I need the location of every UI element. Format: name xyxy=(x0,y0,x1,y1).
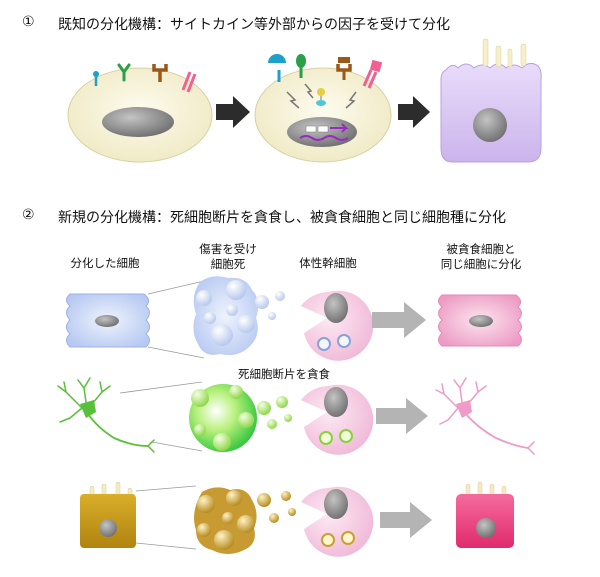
section1-number: ① xyxy=(22,14,35,30)
receptor-brown-icon xyxy=(152,64,168,82)
ligand-green-icon xyxy=(296,54,306,78)
label-phagocytosis: 死細胞断片を貪食 xyxy=(238,367,330,381)
blue-dying-cell xyxy=(193,276,259,356)
signal-bolts-icon xyxy=(286,83,357,109)
connector-lines xyxy=(119,280,205,550)
arrow-dark-icon xyxy=(398,96,430,128)
ligand-blue-icon xyxy=(268,54,286,82)
section1-title: 既知の分化機構：サイトカイン等外部からの因子を受けて分化 xyxy=(58,17,450,33)
receptor-green-icon xyxy=(117,63,131,82)
pink-neuron-soma xyxy=(456,400,472,418)
arrow-dark-icon xyxy=(216,96,250,128)
receptor-pink-icon xyxy=(181,71,197,93)
label-damaged-cell: 傷害を受け 細胞死 xyxy=(199,242,257,271)
arrow-gray-icon xyxy=(372,302,426,338)
pink-result-cell-1 xyxy=(438,294,522,347)
gold-fragments xyxy=(257,491,296,523)
section2-number: ② xyxy=(22,207,35,223)
green-neuron xyxy=(57,377,155,453)
neuron-soma xyxy=(80,400,96,418)
label-somatic-stem-cell: 体性幹細胞 xyxy=(299,256,357,270)
stem-cell-pacman-1 xyxy=(301,290,374,361)
microvilli-icon xyxy=(482,38,527,68)
arrow-gray-icon xyxy=(380,502,432,538)
yellow-cell-1 xyxy=(67,67,213,163)
gold-cell xyxy=(80,481,136,548)
ligand-pink-icon xyxy=(362,59,383,89)
section2-title: 新規の分化機構：死細胞断片を貪食し、被貪食細胞と同じ細胞種に分化 xyxy=(58,210,506,226)
receptor-blue-icon xyxy=(93,71,99,86)
receptor-icons-1 xyxy=(93,63,197,93)
label-result: 被貪食細胞と 同じ細胞に分化 xyxy=(440,242,522,271)
stem-cell-pacman-2 xyxy=(301,384,374,455)
arrow-gray-icon xyxy=(376,398,428,434)
bound-ligands-icons xyxy=(268,54,383,109)
yellow-cell-2 xyxy=(254,67,392,163)
pink-neuron xyxy=(435,377,535,455)
magenta-result-cell xyxy=(456,481,514,548)
gold-dying-cell xyxy=(194,487,257,554)
green-fragments xyxy=(257,396,292,429)
blue-fragments xyxy=(255,291,285,320)
blue-cell xyxy=(66,293,150,348)
purple-cell xyxy=(440,38,542,163)
ligand-brown-icon xyxy=(336,57,352,80)
label-differentiated-cell: 分化した細胞 xyxy=(70,256,140,270)
signal-molecule-icon xyxy=(316,88,326,106)
green-dying-cell xyxy=(189,384,257,452)
stem-cell-pacman-3 xyxy=(301,486,374,557)
